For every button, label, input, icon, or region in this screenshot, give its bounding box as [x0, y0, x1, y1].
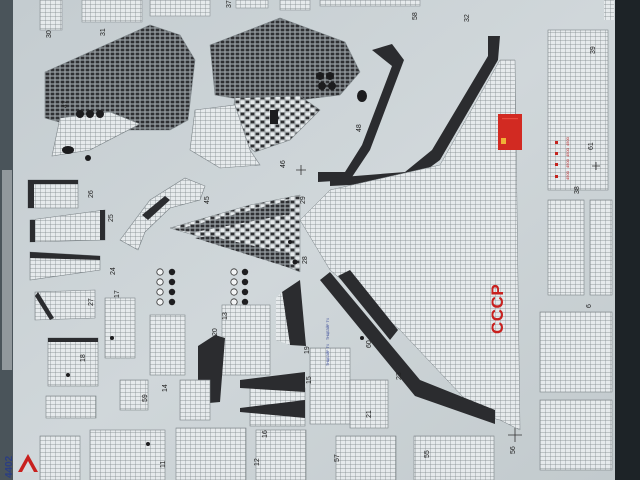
part-number-15: 15	[306, 376, 313, 384]
part-number-14: 14	[162, 384, 169, 392]
part-number-56: 56	[510, 446, 517, 454]
part-number-39: 39	[590, 46, 597, 54]
part-number-45: 45	[204, 196, 211, 204]
part-number-23: 23	[396, 372, 403, 380]
part-number-11: 11	[160, 460, 167, 468]
part-number-17: 17	[114, 290, 121, 298]
part-number-57: 57	[334, 454, 341, 462]
part-number-26: 26	[88, 190, 95, 198]
part-number-25: 25	[108, 214, 115, 222]
part-number-21: 21	[366, 410, 373, 418]
small-red-marks	[555, 141, 558, 178]
part-number-55: 55	[424, 450, 431, 458]
part-number-6: 6	[586, 304, 593, 308]
serial-label-1: 4500	[565, 137, 570, 146]
red-flag-decal	[498, 114, 522, 150]
part-number-32: 32	[464, 14, 471, 22]
part-number-31: 31	[100, 28, 107, 36]
part-number-58: 58	[412, 12, 419, 20]
part-number-29: 29	[300, 196, 307, 204]
part-number-13: 13	[222, 312, 229, 320]
small-text-2: ТНЦБЗЙР ТЧ	[326, 344, 330, 366]
cccp-marking: CCCP	[488, 283, 507, 334]
part-number-19: 19	[304, 346, 311, 354]
serial-label-3: 4500	[565, 159, 570, 168]
part-number-48: 48	[356, 124, 363, 132]
circle-marks-left	[156, 268, 164, 306]
serial-label-4: 4500	[565, 171, 570, 180]
part-number-12: 12	[254, 458, 261, 466]
part-number-18: 18	[80, 354, 87, 362]
part-number-46: 46	[280, 160, 287, 168]
part-number-60: 60	[366, 340, 373, 348]
part-number-20: 20	[212, 328, 219, 336]
catalog-number: 4402	[4, 455, 15, 478]
part-number-37: 37	[226, 0, 233, 8]
part-number-16: 16	[262, 430, 269, 438]
part-number-38: 38	[574, 186, 581, 194]
small-text-1: ТНЦБЗЙР ТЧ	[326, 318, 330, 340]
part-number-24: 24	[110, 267, 117, 275]
part-number-27: 27	[88, 298, 95, 306]
manufacturer-logo	[18, 454, 38, 472]
part-number-30: 30	[46, 30, 53, 38]
part-number-28: 28	[302, 256, 309, 264]
part-number-61: 61	[588, 142, 595, 150]
serial-label-2: 4500	[565, 148, 570, 157]
part-number-47: 47	[62, 100, 69, 108]
part-number-59: 59	[142, 394, 149, 402]
registration-marks	[296, 162, 600, 442]
